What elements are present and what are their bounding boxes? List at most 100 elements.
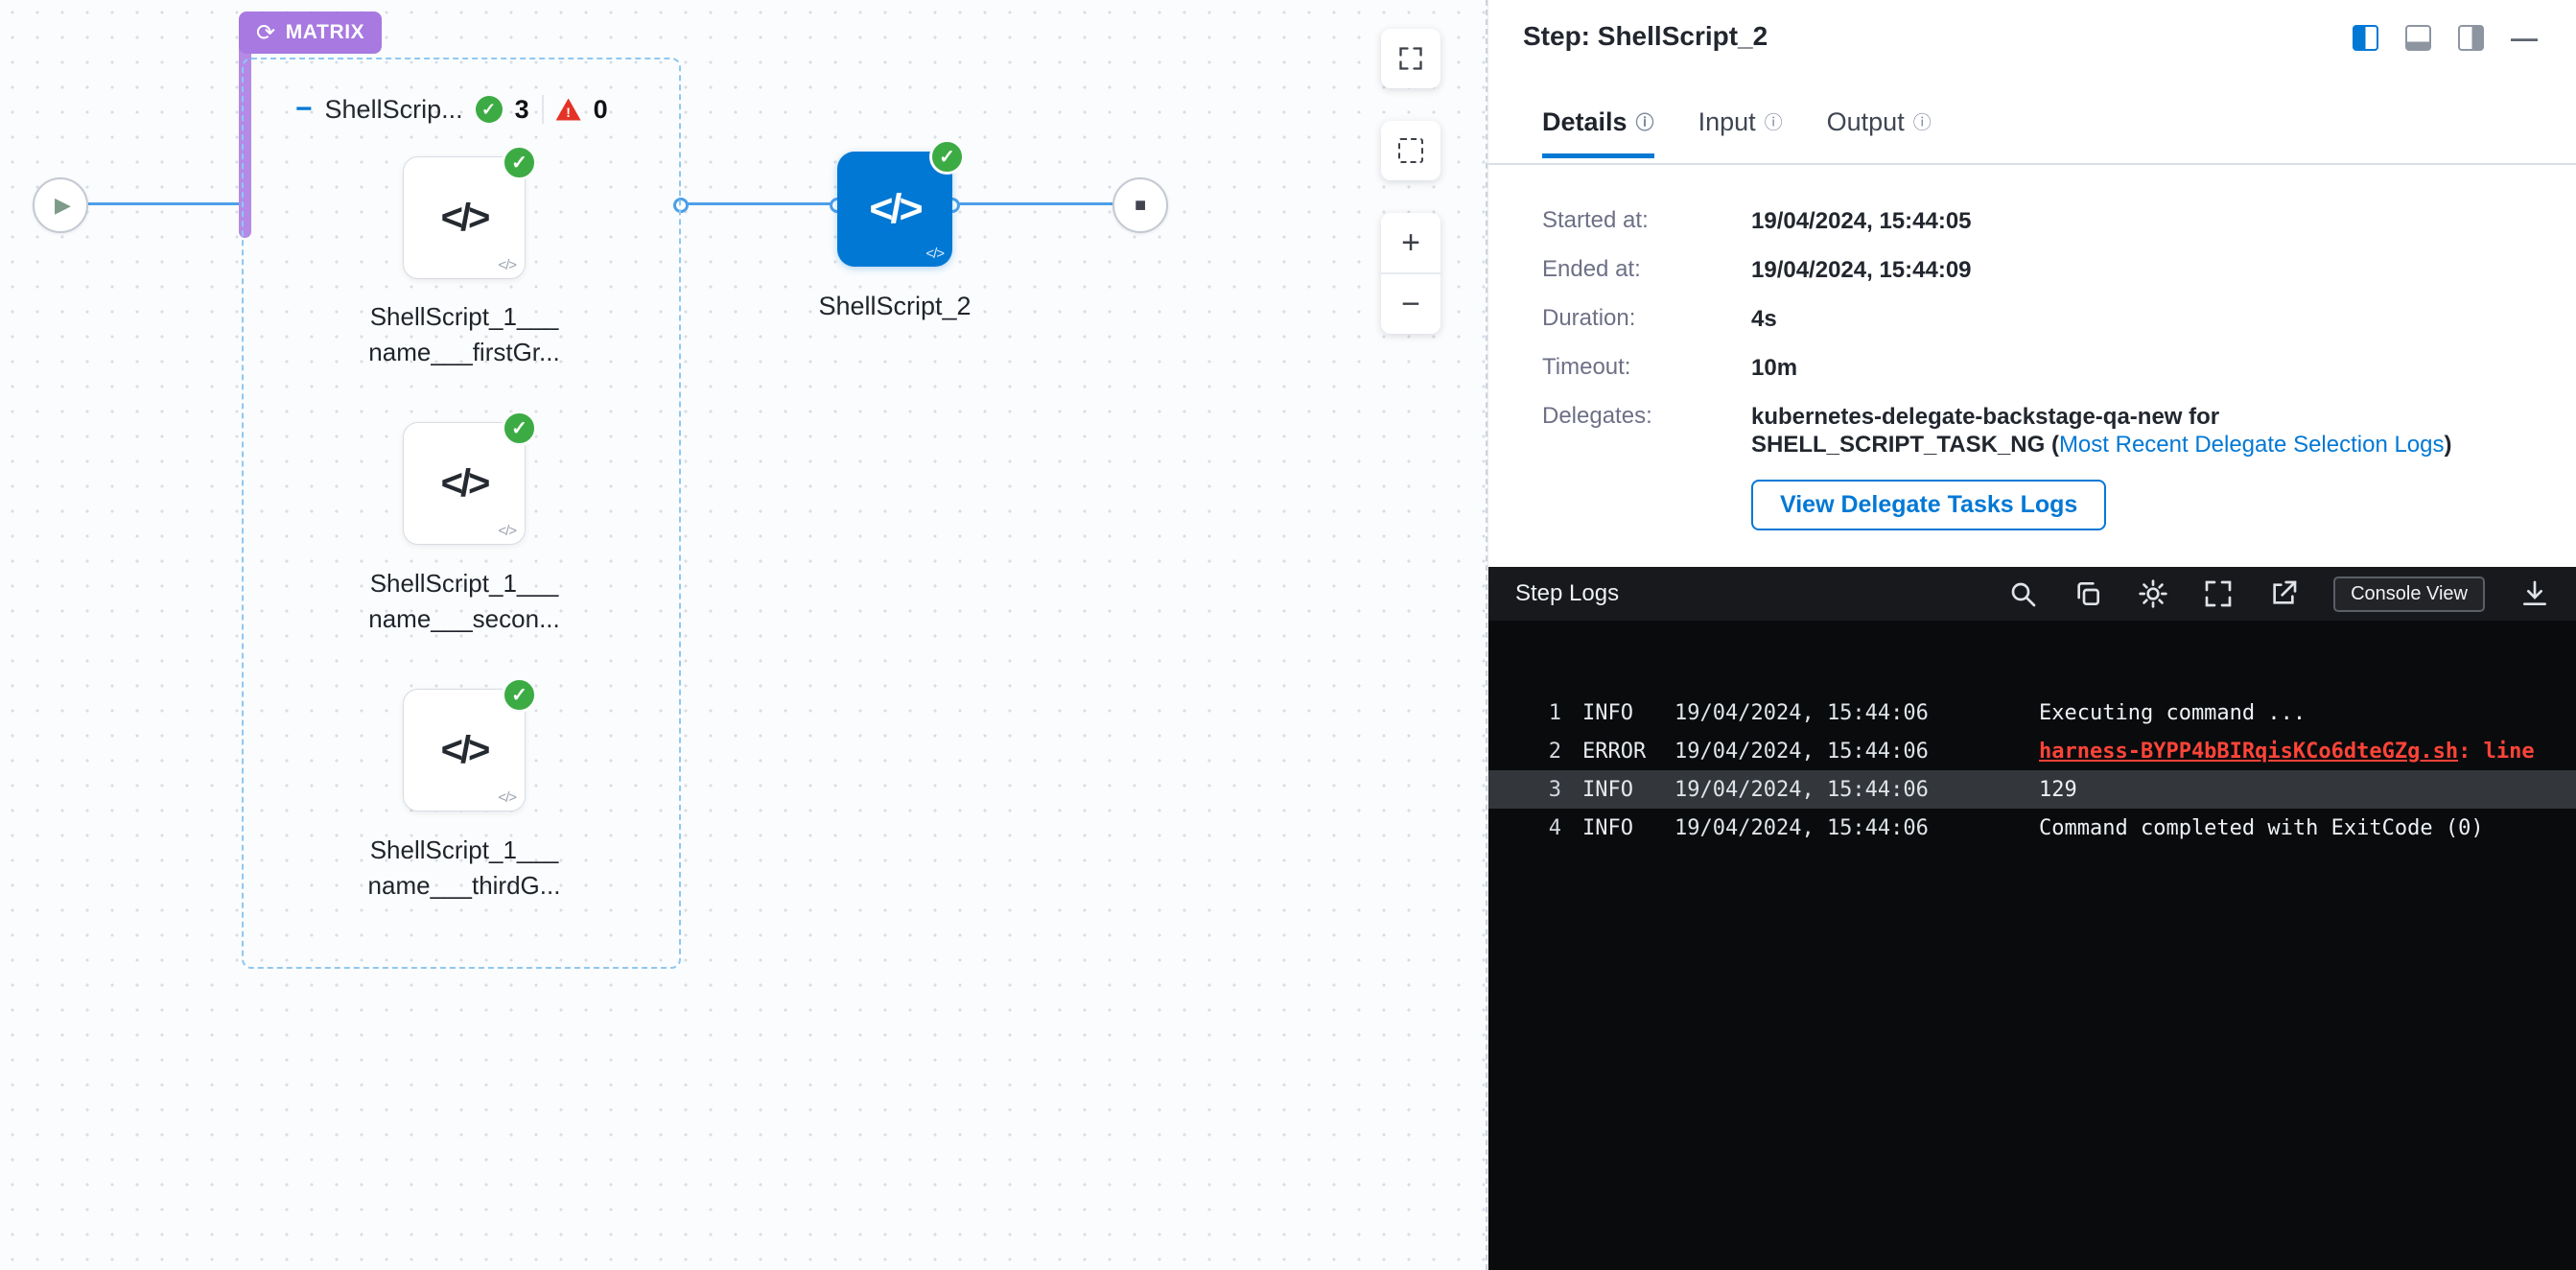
edge-connector [952, 202, 1112, 205]
selection-icon [1398, 138, 1423, 163]
log-level: INFO [1582, 700, 1633, 725]
panel-window-controls: — [2353, 23, 2538, 53]
success-check-icon: ✓ [475, 96, 503, 123]
node-label-line: ShellScript_1___ [369, 835, 559, 864]
code-icon-small: </> [925, 246, 945, 262]
log-line-number: 3 [1548, 777, 1561, 802]
tab-input[interactable]: Input ⓘ [1698, 107, 1783, 158]
zoom-out-button[interactable]: − [1401, 285, 1420, 322]
layout-right-pane-icon[interactable] [2458, 25, 2484, 51]
log-message: 129 [2039, 777, 2077, 802]
success-check-icon: ✓ [502, 411, 537, 446]
detail-label: Delegates: [1542, 403, 1652, 429]
expand-icon [1399, 47, 1422, 70]
matrix-node-card-1[interactable]: </> </> ✓ [403, 145, 537, 279]
delegate-selection-logs-link[interactable]: Most Recent Delegate Selection Logs [2058, 432, 2445, 458]
log-message: Command completed with ExitCode (0) [2039, 815, 2484, 840]
canvas-fullscreen-button[interactable] [1381, 29, 1440, 88]
log-level: INFO [1582, 815, 1633, 840]
copy-icon[interactable] [2073, 578, 2103, 609]
detail-value: 19/04/2024, 15:44:05 [1751, 208, 1972, 234]
pipeline-start-node[interactable]: ▶ [33, 177, 88, 233]
info-icon[interactable]: ⓘ [1635, 113, 1654, 133]
step-logs-title: Step Logs [1515, 580, 1620, 606]
delegate-task-line: SHELL_SCRIPT_TASK_NG (Most Recent Delega… [1751, 431, 2452, 459]
matrix-node-label-3: ShellScript_1___ name___thirdG... [330, 833, 598, 904]
settings-gear-icon[interactable] [2138, 578, 2168, 609]
success-check-icon: ✓ [502, 145, 537, 180]
collapse-matrix-icon[interactable]: − [295, 93, 313, 125]
code-icon: </> [869, 185, 923, 232]
matrix-badge[interactable]: ⟳ MATRIX [239, 12, 383, 54]
node-label-line: name___thirdG... [367, 871, 561, 900]
panel-title: Step: ShellScript_2 [1523, 21, 1768, 51]
log-line-number: 2 [1548, 739, 1561, 764]
node-label-line: ShellScript_1___ [369, 302, 559, 331]
tab-output[interactable]: Output ⓘ [1827, 107, 1932, 158]
matrix-title: ShellScrip... [324, 94, 463, 124]
delegates-value: kubernetes-delegate-backstage-qa-new for… [1751, 403, 2452, 459]
matrix-node-label-2: ShellScript_1___ name___secon... [330, 566, 598, 637]
pipeline-canvas[interactable]: ▶ ■ ⟳ MATRIX − ShellScrip... ✓ 3 0 </> <… [0, 0, 1487, 1270]
detail-row-timeout: Timeout: 10m [1542, 354, 2540, 382]
paren-close: ) [2444, 432, 2452, 458]
edge-connector [681, 202, 837, 205]
node-label-line: name___secon... [368, 604, 560, 633]
detail-value: 4s [1751, 306, 1777, 332]
tab-details[interactable]: Details ⓘ [1542, 107, 1654, 158]
warning-icon [555, 98, 581, 121]
detail-label: Started at: [1542, 207, 1649, 233]
tab-label: Details [1542, 107, 1628, 136]
zoom-in-button[interactable]: + [1401, 223, 1420, 261]
code-icon: </> [440, 728, 491, 771]
step-node-shellscript2[interactable]: </> </> ✓ [837, 139, 965, 267]
info-icon[interactable]: ⓘ [1912, 113, 1932, 133]
step-node-label: ShellScript_2 [818, 292, 972, 320]
log-row-2: 2 ERROR 19/04/2024, 15:44:06 harness-BYP… [1488, 732, 2576, 770]
download-icon[interactable] [2519, 578, 2550, 609]
detail-value: 10m [1751, 355, 1798, 381]
log-timestamp: 19/04/2024, 15:44:06 [1674, 777, 1929, 802]
canvas-select-button[interactable] [1381, 121, 1440, 180]
error-script-link[interactable]: harness-BYPP4bBIRqisKCo6dteGZg.sh [2039, 739, 2459, 764]
pipeline-end-node[interactable]: ■ [1112, 177, 1168, 233]
open-external-icon[interactable] [2268, 578, 2299, 609]
node-label-line: name___firstGr... [368, 338, 560, 366]
log-message: Executing command ... [2039, 700, 2307, 725]
fullscreen-icon[interactable] [2203, 578, 2234, 609]
minimize-panel-icon[interactable]: — [2511, 23, 2538, 53]
layout-bottom-pane-icon[interactable] [2405, 25, 2431, 51]
detail-label: Timeout: [1542, 354, 1631, 380]
matrix-badge-label: MATRIX [285, 21, 365, 43]
code-icon-small: </> [498, 257, 517, 273]
detail-value: 19/04/2024, 15:44:09 [1751, 257, 1972, 283]
divider [541, 95, 544, 124]
log-timestamp: 19/04/2024, 15:44:06 [1674, 815, 1929, 840]
matrix-group-header: − ShellScrip... ✓ 3 0 [295, 90, 608, 129]
console-view-button[interactable]: Console View [2333, 576, 2485, 612]
info-icon[interactable]: ⓘ [1764, 113, 1783, 133]
step-logs-output[interactable]: 1 INFO 19/04/2024, 15:44:06 Executing co… [1488, 621, 2576, 847]
log-line-number: 4 [1548, 815, 1561, 840]
view-delegate-tasks-logs-button[interactable]: View Delegate Tasks Logs [1751, 480, 2107, 530]
matrix-group-boundary[interactable] [242, 58, 681, 969]
search-icon[interactable] [2007, 578, 2038, 609]
stop-icon: ■ [1134, 194, 1147, 216]
log-timestamp: 19/04/2024, 15:44:06 [1674, 739, 1929, 764]
matrix-node-card-3[interactable]: </> </> ✓ [403, 677, 537, 811]
success-check-icon: ✓ [929, 139, 965, 175]
log-row-3: 3 INFO 19/04/2024, 15:44:06 129 [1488, 770, 2576, 809]
matrix-node-card-2[interactable]: </> </> ✓ [403, 411, 537, 545]
connection-port[interactable] [673, 198, 689, 213]
log-row-4: 4 INFO 19/04/2024, 15:44:06 Command comp… [1488, 809, 2576, 847]
loop-icon: ⟳ [256, 19, 276, 46]
edge-connector [88, 202, 242, 205]
layout-left-pane-icon[interactable] [2353, 25, 2378, 51]
code-icon: </> [440, 461, 491, 505]
step-details-panel: Step: ShellScript_2 — Details ⓘ Input ⓘ … [1487, 0, 2576, 1270]
step-details: Started at: 19/04/2024, 15:44:05 Ended a… [1542, 207, 2540, 530]
detail-row-delegates: Delegates: kubernetes-delegate-backstage… [1542, 403, 2540, 459]
code-icon-small: </> [498, 789, 517, 806]
tabs-divider [1488, 163, 2576, 165]
